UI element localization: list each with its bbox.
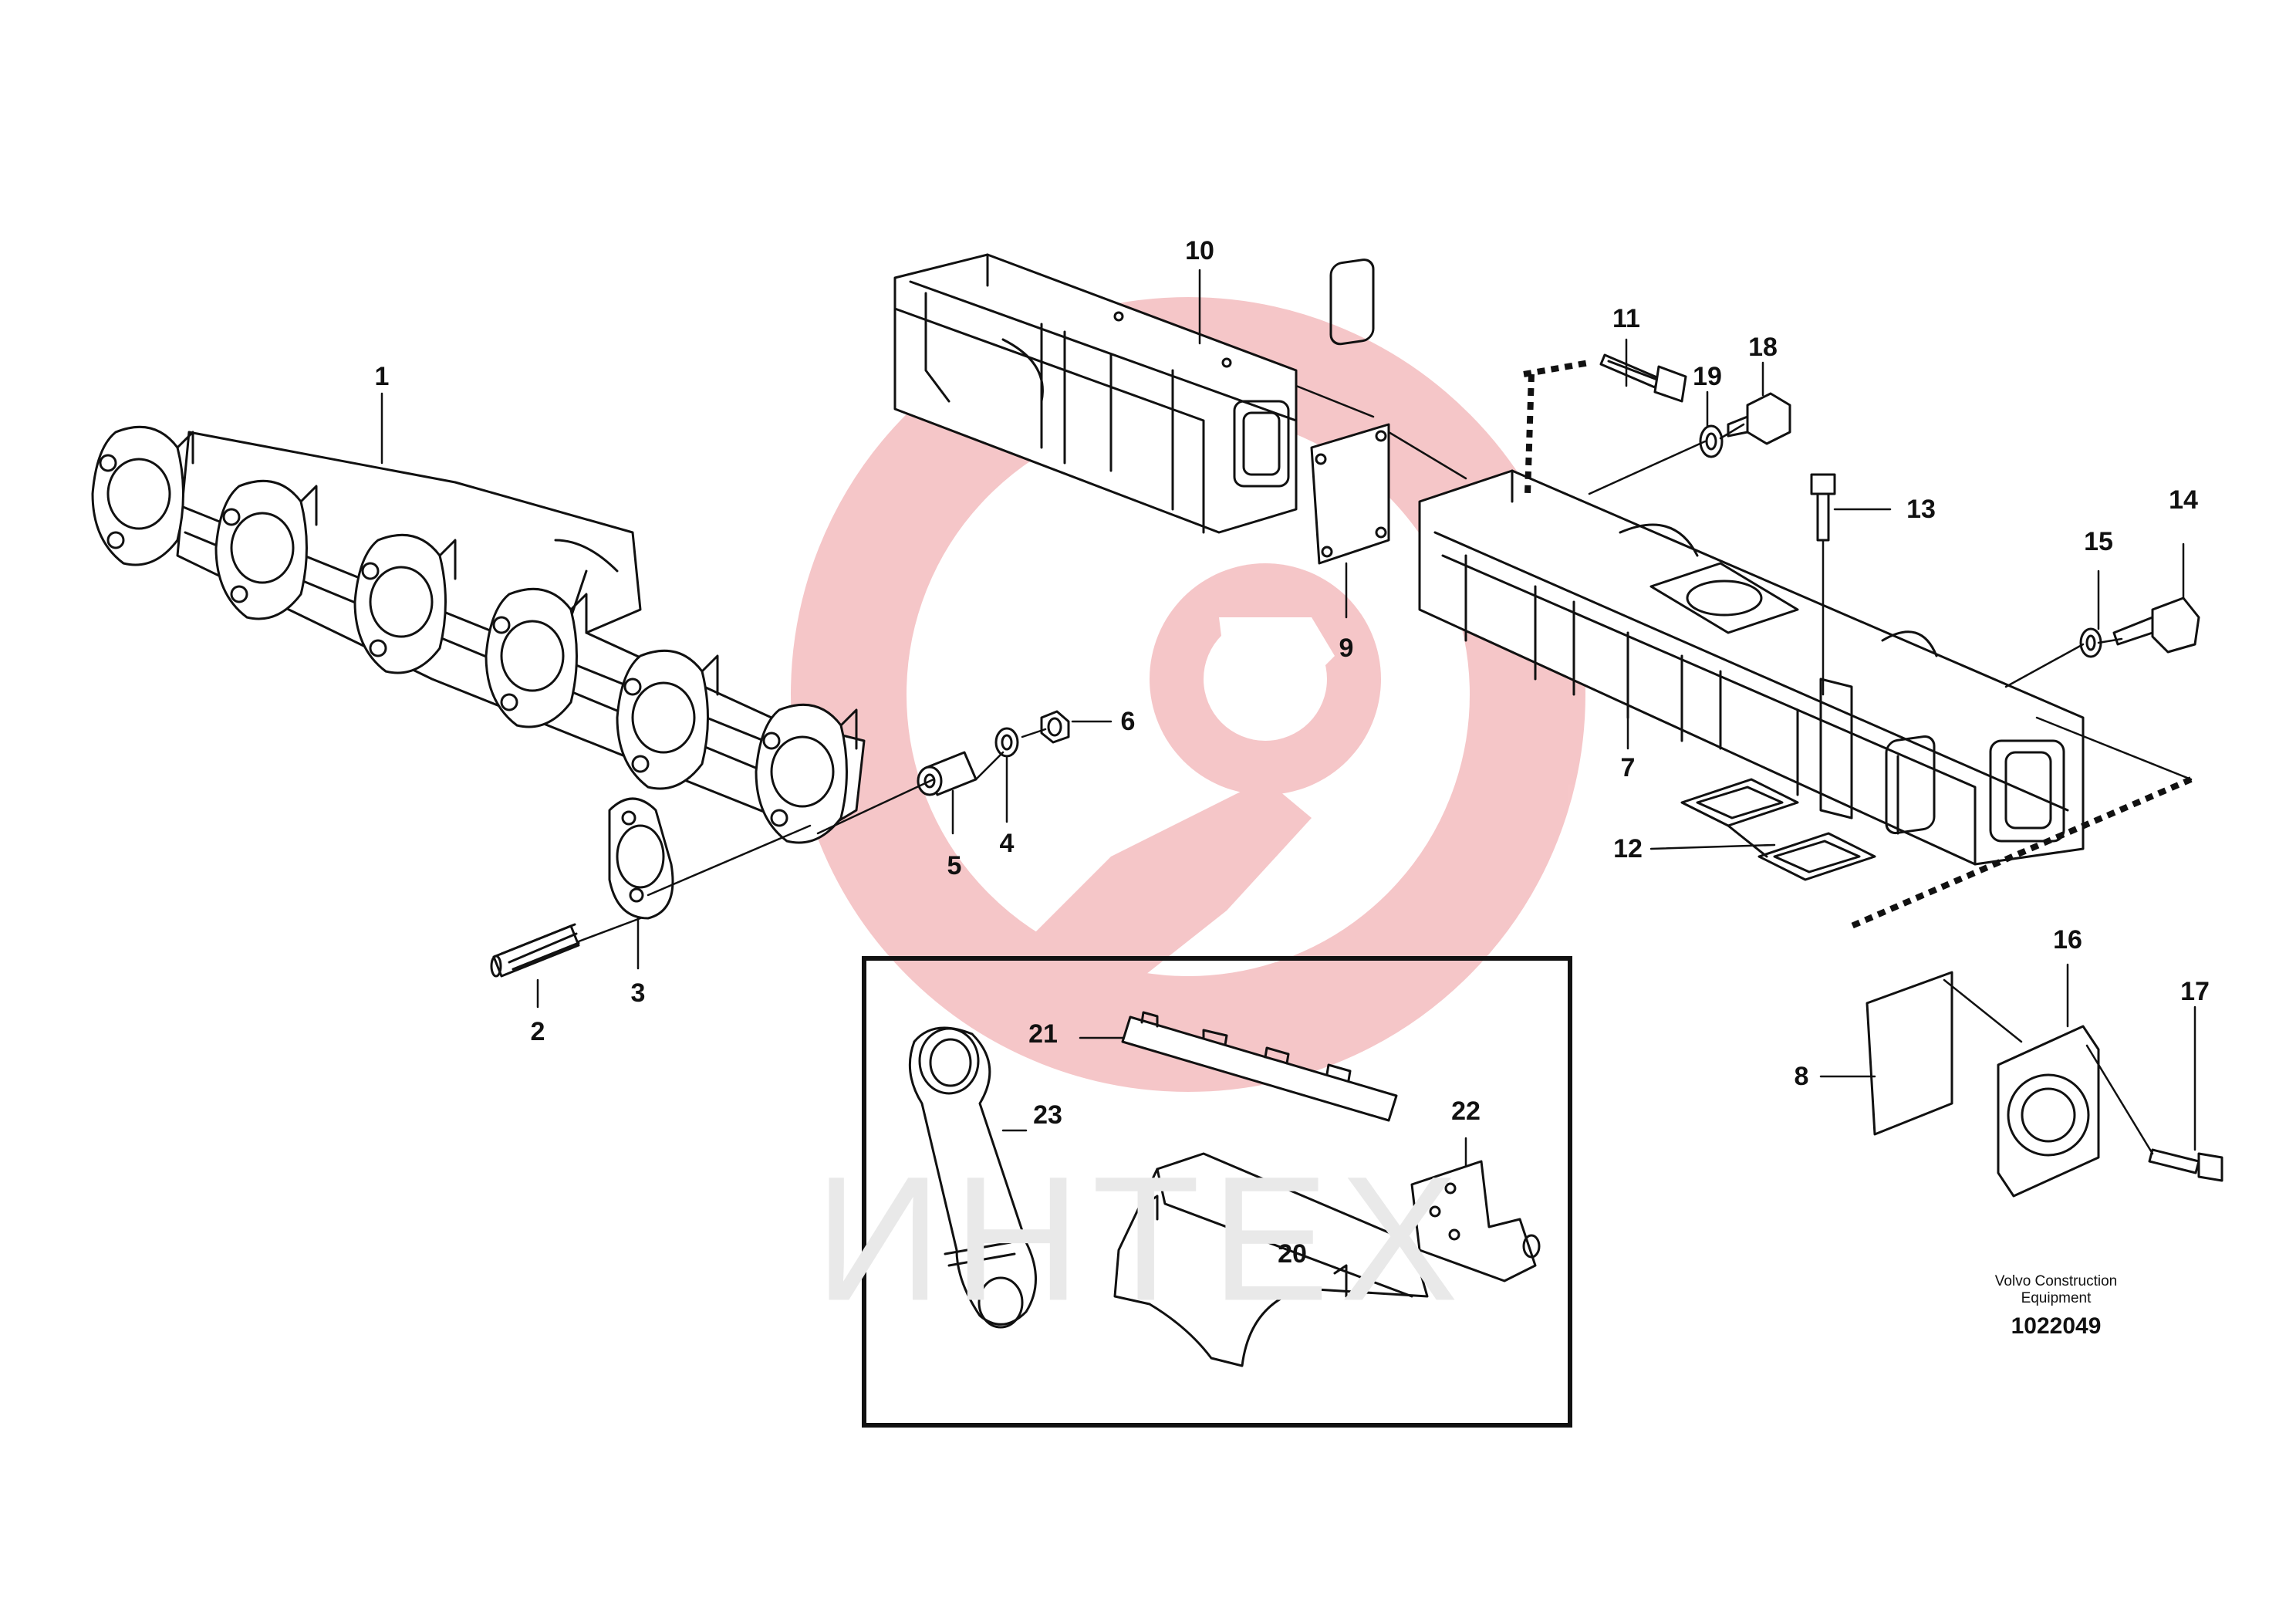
callout-8: 8 (1794, 1062, 1809, 1091)
watermark-text: ИНТЕХ (814, 1139, 1470, 1338)
part-22-bracket (1410, 1160, 1541, 1282)
callout-7: 7 (1620, 753, 1636, 782)
brand-block: Volvo Construction Equipment 1022049 (1995, 1273, 2117, 1340)
part-11-bolt (1599, 353, 1687, 403)
callout-3: 3 (630, 978, 646, 1008)
callout-18: 18 (1748, 333, 1778, 362)
part-17-bolt (2148, 1148, 2223, 1182)
callout-19: 19 (1693, 362, 1722, 391)
part-19-washer (1699, 424, 1724, 458)
part-1-exhaust-manifold (91, 425, 866, 844)
callout-9: 9 (1339, 634, 1354, 663)
callout-17: 17 (2180, 977, 2210, 1006)
callout-21: 21 (1028, 1019, 1058, 1049)
callout-16: 16 (2053, 925, 2082, 955)
part-12-gaskets (1680, 778, 1876, 881)
part-3-gasket (608, 797, 674, 920)
callout-2: 2 (530, 1017, 545, 1046)
part-4-washer (994, 727, 1019, 758)
callout-20: 20 (1278, 1239, 1307, 1269)
callout-14: 14 (2169, 485, 2198, 515)
detail-inset-frame (862, 956, 1572, 1428)
brand-line-2: Equipment (2021, 1290, 2092, 1306)
callout-1: 1 (374, 362, 390, 391)
part-9-gasket (1310, 259, 1390, 565)
part-13-bolt (1810, 473, 1836, 542)
callout-12: 12 (1613, 834, 1643, 863)
callout-5: 5 (947, 851, 962, 880)
part-18-plug (1727, 392, 1791, 445)
callout-6: 6 (1120, 707, 1136, 736)
part-8-gasket (1866, 735, 1953, 1136)
dashed-assembly-lines (1523, 360, 2193, 929)
diagram-code: 1022049 (2011, 1313, 2102, 1339)
part-14-bolt (2112, 596, 2200, 654)
callout-10: 10 (1185, 236, 1214, 265)
part-16-cover-plate (1997, 1025, 2100, 1198)
part-6-nut (1040, 710, 1070, 744)
part-23-pipe (908, 1026, 1037, 1329)
callout-23: 23 (1033, 1100, 1062, 1130)
part-10-manifold-section (893, 253, 1298, 534)
assembly-lines (577, 384, 2193, 1155)
callout-4: 4 (999, 829, 1015, 858)
part-7-manifold-section (1418, 469, 2085, 866)
brand-line-1: Volvo Construction (1994, 1273, 2118, 1289)
callout-22: 22 (1451, 1097, 1481, 1126)
part-5-spacer (917, 751, 977, 796)
callout-13: 13 (1906, 495, 1936, 524)
callout-11: 11 (1612, 304, 1640, 333)
callout-15: 15 (2084, 527, 2113, 556)
part-21-heat-shield-strip (1121, 1011, 1398, 1122)
part-20-heat-shield (1113, 1152, 1429, 1367)
part-2-stud (490, 923, 580, 978)
